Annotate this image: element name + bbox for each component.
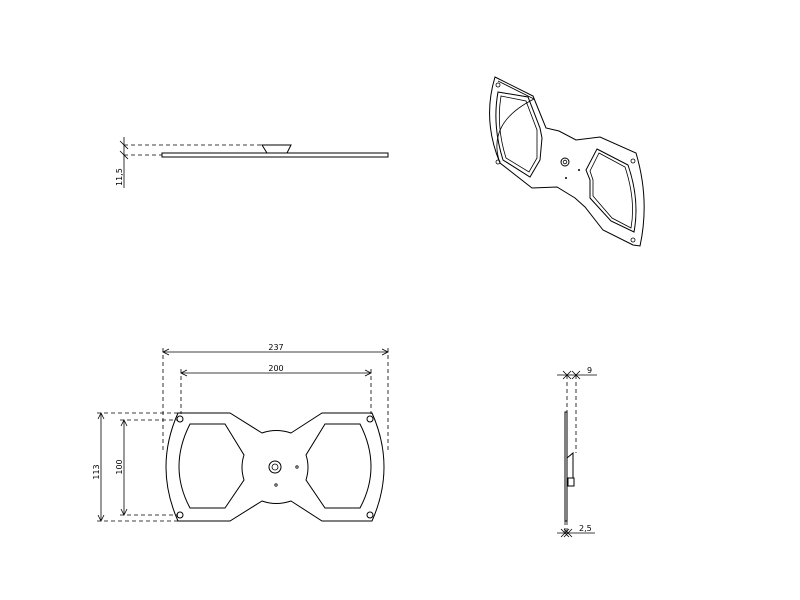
boss xyxy=(566,451,574,479)
plate-outline xyxy=(489,76,645,247)
dimension-thickness-label: 11,5 xyxy=(115,168,124,186)
dimension-hole-height-label: 100 xyxy=(115,459,124,474)
boss xyxy=(261,144,292,154)
dim-ticks xyxy=(560,528,573,538)
mount-hole xyxy=(495,159,501,165)
right-window-inner xyxy=(589,152,633,229)
center-hole-inner xyxy=(271,463,279,471)
dimension-width-label: 237 xyxy=(268,343,283,352)
right-window xyxy=(585,148,637,233)
side-view-right: 9 2,5 xyxy=(557,366,597,538)
pin-hole xyxy=(578,169,580,171)
plate-edge xyxy=(496,80,535,161)
mount-hole xyxy=(366,511,374,519)
mount-hole xyxy=(176,415,184,423)
left-window xyxy=(495,91,543,178)
mount-hole xyxy=(366,415,374,423)
dimension-height-label: 113 xyxy=(92,464,101,479)
plate-outline xyxy=(165,412,385,522)
mount-hole xyxy=(495,82,501,88)
boss-base xyxy=(567,477,575,487)
right-window xyxy=(305,423,372,509)
center-hole xyxy=(268,460,282,474)
isometric-view xyxy=(489,76,645,247)
side-view-top: 11,5 xyxy=(115,137,389,188)
center-hole xyxy=(560,157,570,167)
dimension-hole-spacing-label: 200 xyxy=(268,364,283,373)
front-view: 237 200 113 100 xyxy=(92,343,389,522)
plate-edge xyxy=(161,152,389,158)
pin-hole xyxy=(274,483,278,487)
mount-hole xyxy=(630,158,636,164)
left-window xyxy=(178,423,245,509)
pin-hole xyxy=(295,465,299,469)
left-window-inner xyxy=(498,95,538,173)
dimension-depth-label: 9 xyxy=(587,366,592,375)
mount-hole xyxy=(630,237,636,243)
pin-hole xyxy=(565,177,567,179)
dimension-plate-thickness-label: 2,5 xyxy=(579,524,592,533)
center-hole-inner xyxy=(562,159,568,165)
